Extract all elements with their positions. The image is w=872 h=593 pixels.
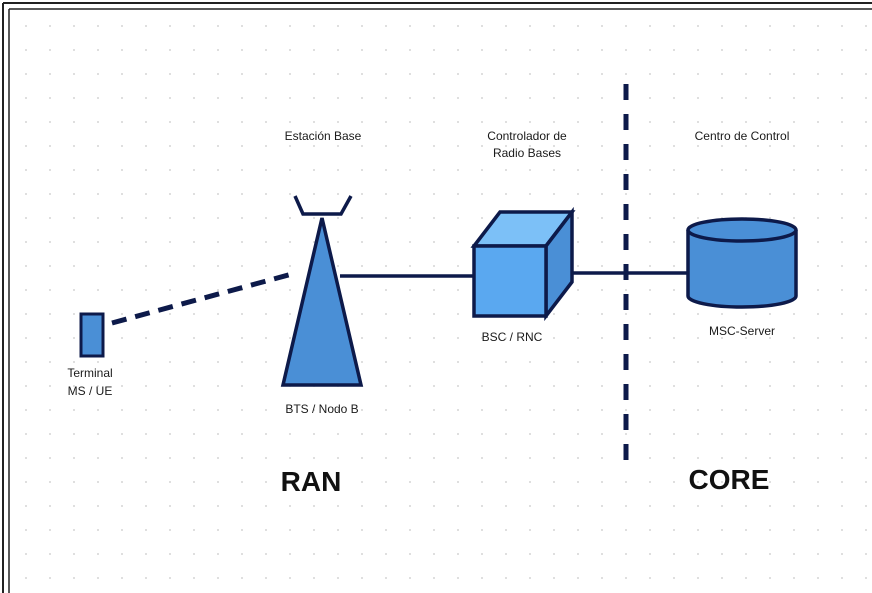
- label-terminal-line2: MS / UE: [68, 384, 113, 398]
- label-controlador-line1: Controlador de: [487, 129, 567, 143]
- label-controlador-line2: Radio Bases: [493, 146, 561, 160]
- label-bts: BTS / Nodo B: [285, 402, 358, 416]
- bsc-cube-icon: [470, 206, 576, 322]
- label-ran: RAN: [281, 466, 342, 497]
- label-msc: MSC-Server: [709, 324, 775, 338]
- msc-cylinder-icon: [686, 217, 798, 309]
- label-terminal-line1: Terminal: [67, 366, 112, 380]
- label-estacion-base: Estación Base: [285, 129, 362, 143]
- terminal-icon: [79, 312, 105, 358]
- wireless-link: [111, 271, 293, 326]
- label-core: CORE: [689, 464, 770, 495]
- label-centro-control: Centro de Control: [695, 129, 790, 143]
- bts-tower-icon: [280, 195, 364, 387]
- label-bsc: BSC / RNC: [482, 330, 543, 344]
